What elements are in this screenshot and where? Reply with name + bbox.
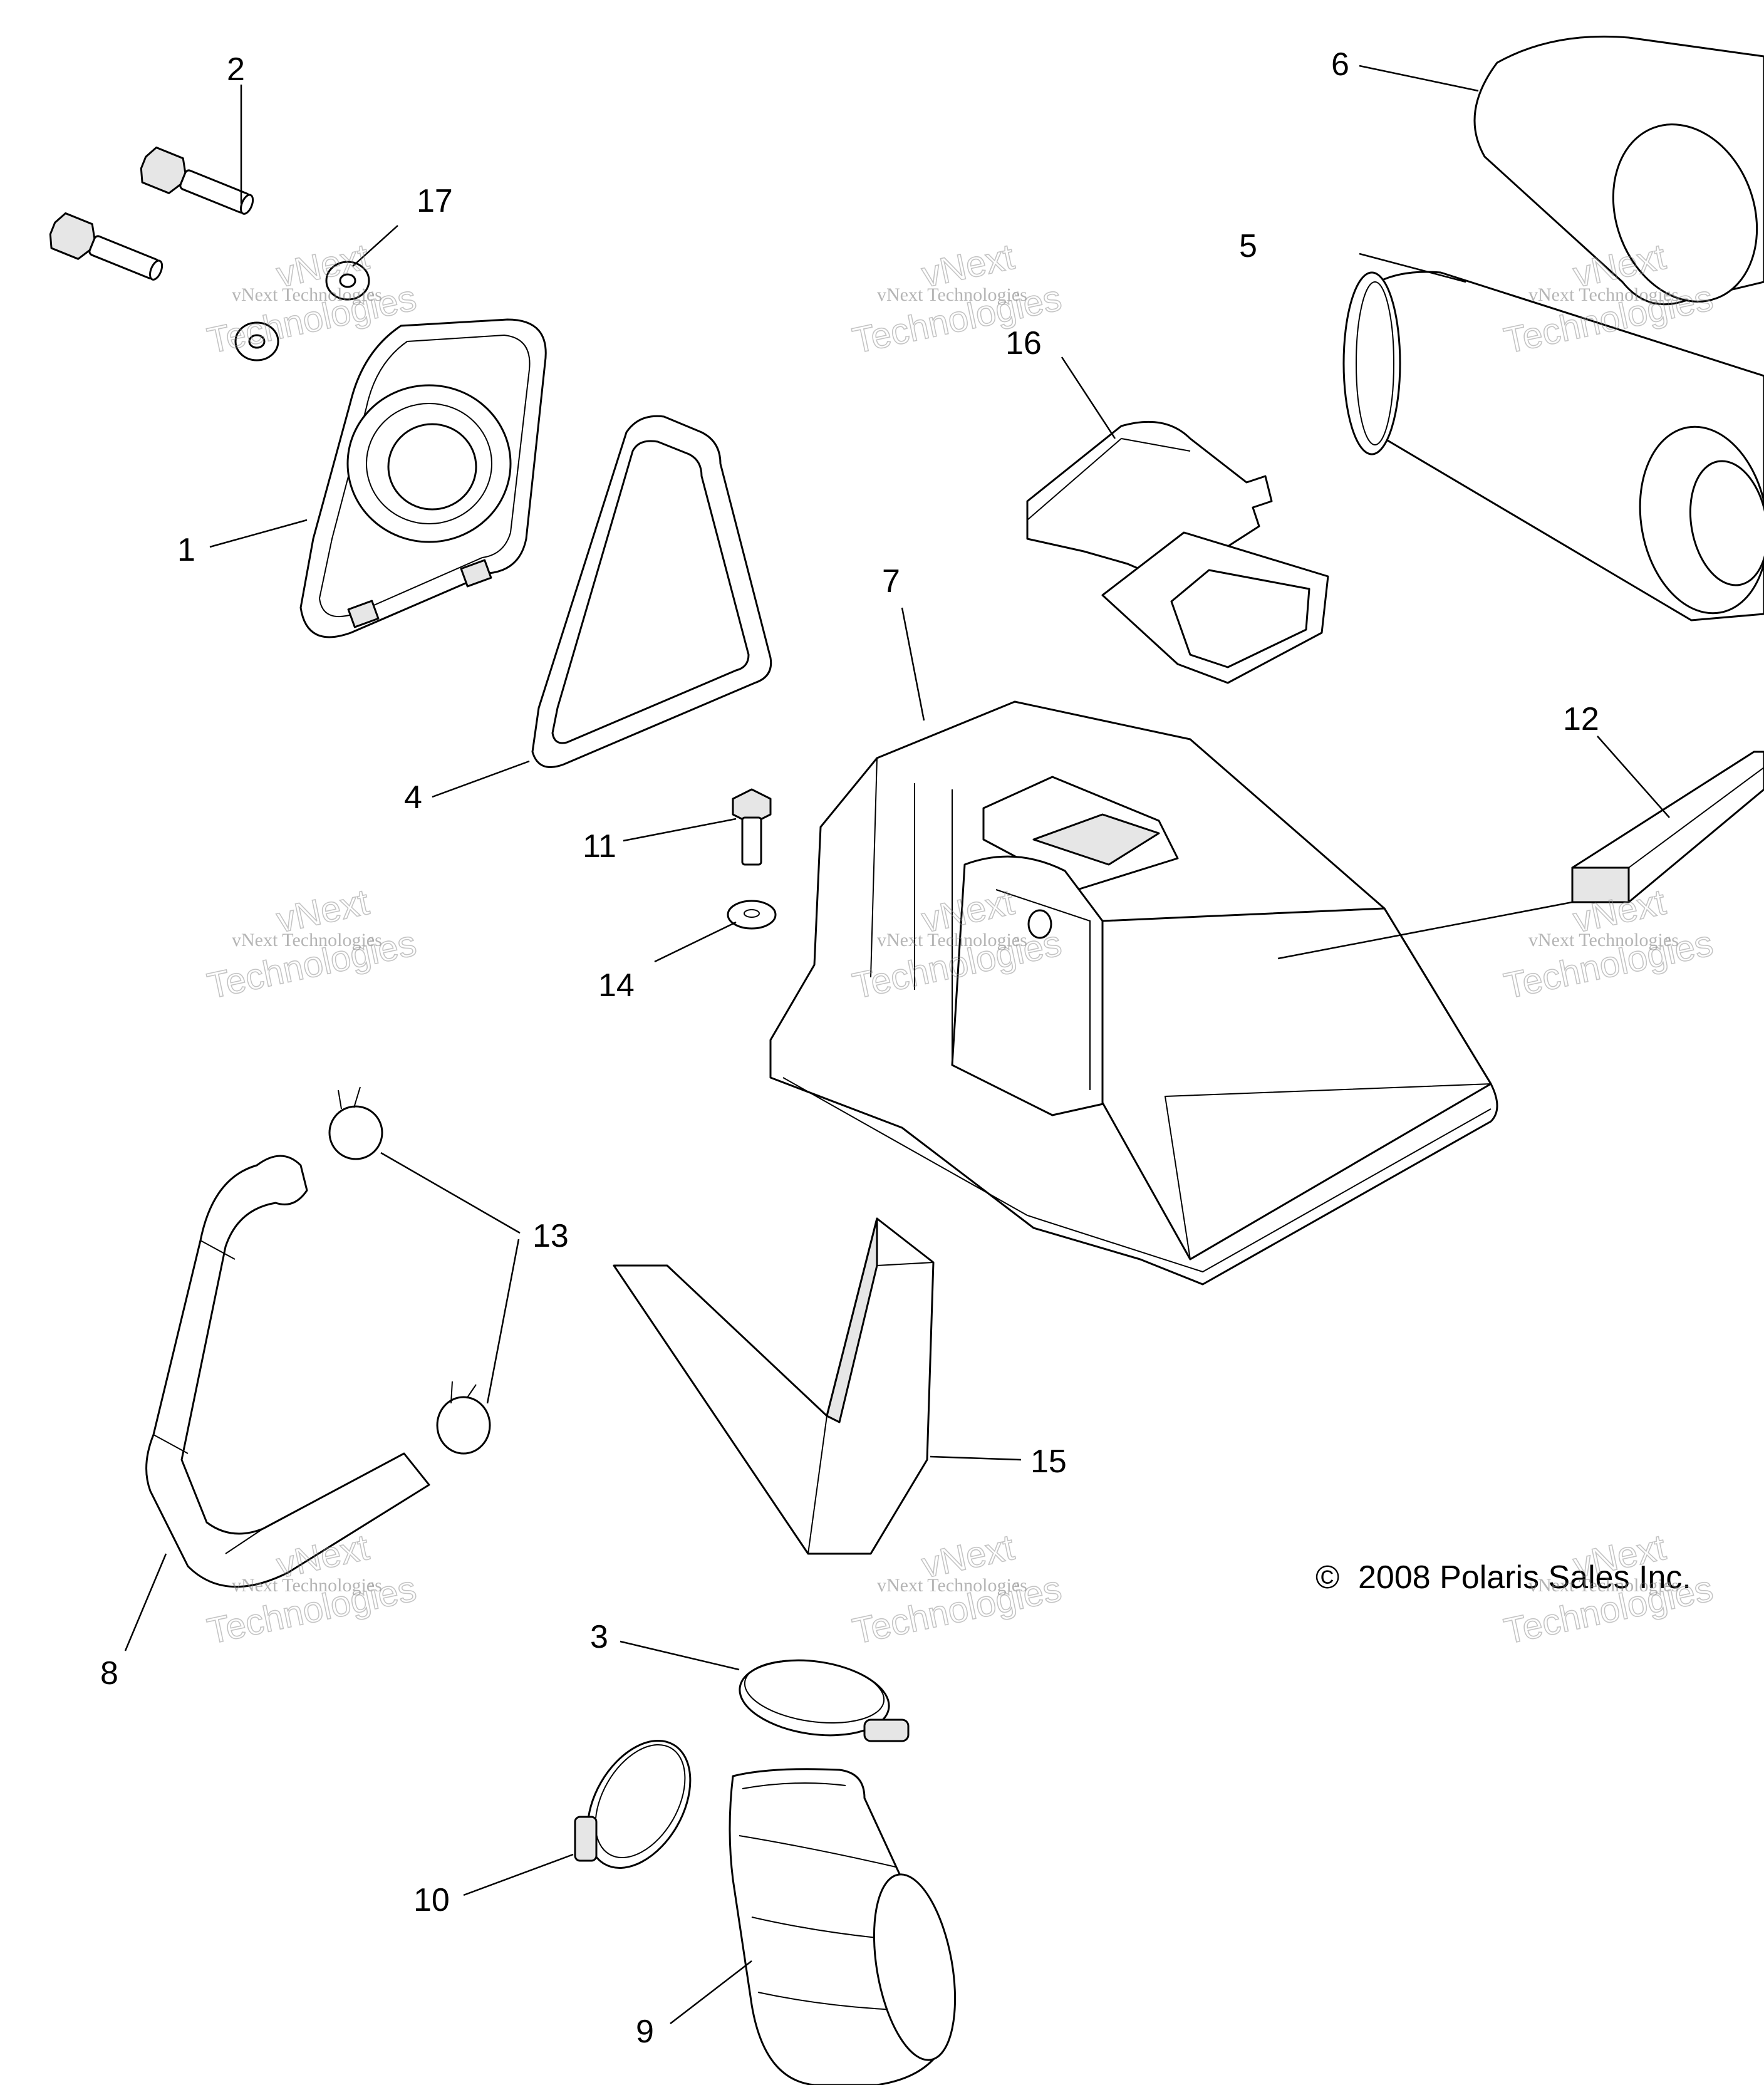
part-14-grommet bbox=[727, 900, 777, 930]
part-8-hose bbox=[145, 1155, 430, 1588]
callout-9: 9 bbox=[636, 2014, 654, 2050]
part-6-filter bbox=[1473, 35, 1764, 306]
callout-15: 15 bbox=[1030, 1443, 1067, 1480]
copyright-notice: © 2008 Polaris Sales Inc. bbox=[1315, 1559, 1691, 1596]
callout-7: 7 bbox=[882, 563, 900, 600]
callout-12: 12 bbox=[1563, 701, 1599, 737]
callout-2: 2 bbox=[227, 51, 245, 88]
watermark-word-2: vNext Technologies bbox=[877, 284, 1027, 305]
watermark-word-2: vNext Technologies bbox=[232, 284, 382, 305]
callout-16: 16 bbox=[1005, 325, 1042, 361]
part-7-airbox bbox=[769, 700, 1498, 1286]
callout-6: 6 bbox=[1331, 46, 1349, 83]
callout-1: 1 bbox=[177, 532, 195, 568]
part-11-bolt bbox=[732, 788, 772, 866]
watermark-word-2: vNext Technologies bbox=[1528, 284, 1679, 305]
callout-11: 11 bbox=[583, 828, 616, 865]
part-15-foam bbox=[613, 1217, 935, 1555]
watermark-word-2: vNext Technologies bbox=[1528, 1575, 1679, 1596]
callout-10: 10 bbox=[413, 1882, 450, 1918]
copyright-symbol: © bbox=[1315, 1559, 1339, 1596]
part-17-washers bbox=[234, 261, 370, 361]
part-1-airbox-cover bbox=[299, 318, 547, 638]
callout-labels: 2 17 1 4 6 5 16 7 12 11 14 13 15 8 3 10 … bbox=[100, 46, 1599, 2050]
callout-14: 14 bbox=[598, 967, 635, 1004]
callout-5: 5 bbox=[1239, 228, 1257, 264]
leader-lines bbox=[124, 65, 1670, 2024]
watermark-6: vNext vNext Technologies Technologies bbox=[1500, 881, 1717, 1007]
copyright-text: 2008 Polaris Sales Inc. bbox=[1358, 1559, 1691, 1596]
part-2-thumb-screws bbox=[49, 146, 254, 281]
callout-8: 8 bbox=[100, 1655, 118, 1692]
watermark-4: vNext vNext Technologies Technologies bbox=[204, 881, 420, 1007]
watermark-word-2: vNext Technologies bbox=[1528, 930, 1679, 950]
part-4-gasket bbox=[531, 415, 772, 768]
part-13-clamps bbox=[328, 1086, 491, 1455]
callout-4: 4 bbox=[404, 779, 422, 816]
watermark-word-2: vNext Technologies bbox=[232, 1575, 382, 1596]
part-5-filter-assembly bbox=[1342, 271, 1764, 621]
watermark-word-2: vNext Technologies bbox=[232, 930, 382, 950]
watermark-word-2: vNext Technologies bbox=[877, 930, 1027, 950]
part-12-foam-strip bbox=[1571, 751, 1764, 903]
watermark-word-2: vNext Technologies bbox=[877, 1575, 1027, 1596]
part-9-intake-boot bbox=[729, 1768, 957, 2085]
callout-17: 17 bbox=[417, 183, 453, 219]
callout-13: 13 bbox=[532, 1218, 569, 1254]
part-16-snorkel bbox=[1026, 420, 1329, 684]
part-3-clamp bbox=[739, 1659, 910, 1742]
part-10-clamp bbox=[574, 1740, 692, 1869]
callout-3: 3 bbox=[590, 1619, 608, 1655]
